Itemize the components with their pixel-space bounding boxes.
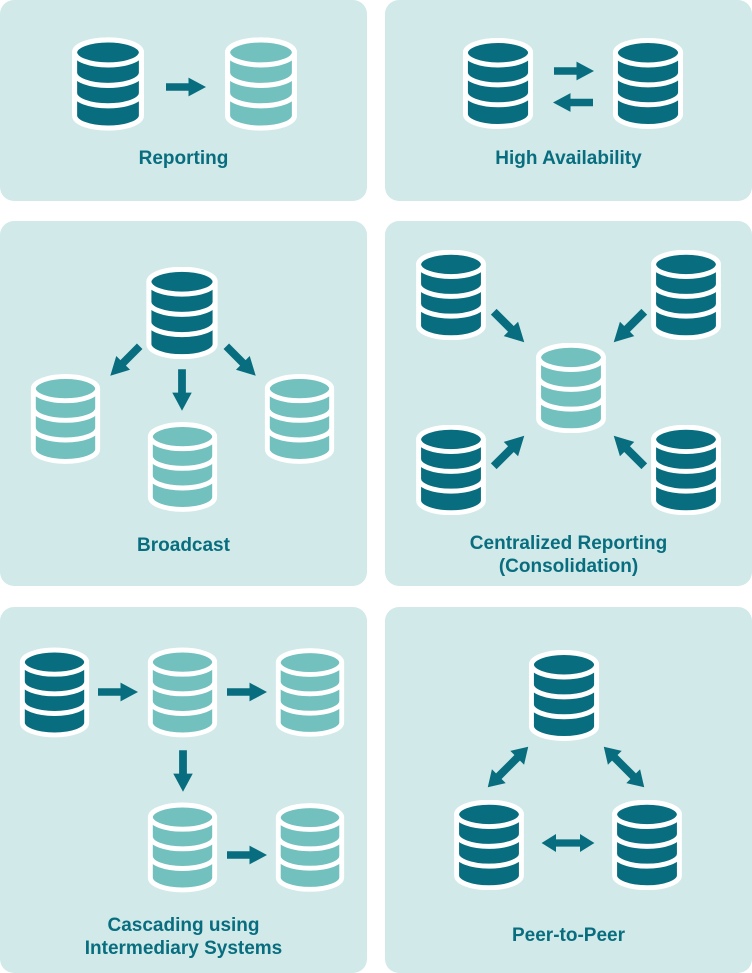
high-availability-diagram [385,0,752,201]
arrow-down-icon [172,369,192,411]
database-icon-replica [150,805,214,890]
database-icon-primary [149,269,215,356]
database-icon-primary [615,41,680,127]
database-icon-primary [419,252,484,338]
panel-broadcast: Broadcast [0,221,367,586]
panel-label-centralized-reporting: Centralized Reporting (Consolidation) [469,533,668,577]
arrow-up-left-icon [606,428,652,474]
database-icon-primary [75,40,142,128]
reporting-diagram [0,0,367,201]
peer-to-peer-diagram [385,607,752,973]
database-icon-replica [278,651,341,735]
database-icon-primary [654,427,719,513]
panel-label-reporting: Reporting [138,148,229,169]
arrow-down-left-icon [606,304,652,350]
database-icon-primary [22,650,86,735]
panel-peer-to-peer: Peer-to-Peer [385,607,752,973]
panel-label-peer-to-peer: Peer-to-Peer [512,925,625,946]
database-icon-primary [419,427,484,513]
database-icon-primary [465,41,530,127]
database-icon-replica [539,345,604,431]
database-icon-replica [267,377,331,462]
panel-high-availability: High Availability [385,0,752,201]
database-icon-replica [228,40,295,128]
arrow-down-right-icon [219,339,263,383]
double-arrow-horizontal-icon [541,834,595,852]
arrow-right-icon [227,845,267,865]
arrow-left-icon [553,93,593,112]
panel-label-broadcast: Broadcast [137,535,230,556]
panel-label-high-availability: High Availability [495,148,642,169]
arrow-down-icon [173,750,193,792]
arrow-right-icon [98,682,138,702]
panel-reporting: Reporting [0,0,367,201]
double-arrow-diagonal-icon [480,739,536,795]
database-icon-replica [278,806,341,890]
double-arrow-diagonal-icon [596,739,652,795]
panel-centralized-reporting: Centralized Reporting (Consolidation) [385,221,752,586]
centralized-reporting-diagram [385,221,752,586]
database-icon-replica [33,377,97,462]
broadcast-diagram [0,221,367,586]
panel-label-cascading: Cascading using Intermediary Systems [84,915,283,959]
arrow-down-right-icon [486,304,532,350]
database-icon-primary [457,802,522,888]
arrow-up-right-icon [486,428,532,474]
arrow-down-left-icon [103,339,147,383]
panel-cascading: Cascading using Intermediary Systems [0,607,367,973]
database-icon-primary [654,252,719,338]
arrow-right-icon [227,682,267,702]
database-icon-replica [150,650,214,735]
database-icon-primary [615,802,680,888]
database-icon-primary [531,653,596,739]
database-icon-replica [150,425,214,510]
arrow-right-icon [166,77,206,97]
arrow-right-icon [554,61,594,81]
